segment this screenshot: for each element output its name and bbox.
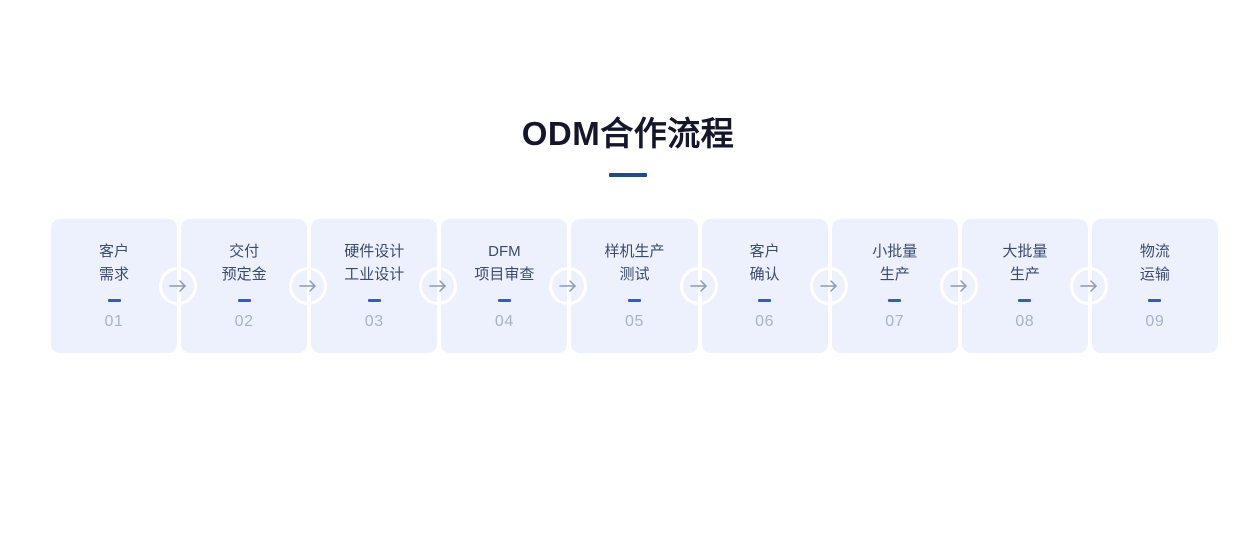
arrow-right-icon — [679, 267, 718, 305]
flow-step-label-line2: 运输 — [1139, 266, 1170, 283]
arrow-right-icon — [549, 267, 588, 305]
flow-step-05[interactable]: 样机生产 测试 05 — [571, 219, 718, 353]
flow-step-09[interactable]: 物流 运输 09 — [1091, 219, 1218, 353]
flow-step-divider — [237, 299, 251, 302]
flow-step-08[interactable]: 大批量 生产 08 — [961, 219, 1108, 353]
flow-step-label-line1: 小批量 — [872, 243, 918, 260]
flow-step-number: 09 — [1145, 313, 1165, 330]
flow-step-label-line1: DFM — [488, 243, 521, 260]
flow-step-number: 04 — [494, 313, 514, 330]
flow-step-label-line1: 硬件设计 — [344, 243, 405, 260]
arrow-right-icon — [939, 267, 978, 305]
flow-step-divider — [1148, 299, 1162, 302]
flow-step-number: 03 — [364, 313, 384, 330]
arrow-right-icon — [1069, 267, 1108, 305]
flow-step-number: 05 — [624, 313, 644, 330]
flow-step-divider — [888, 299, 902, 302]
page-title: ODM合作流程 — [521, 115, 735, 152]
flow-step-label-line2: 需求 — [99, 266, 130, 283]
arrow-right-icon — [419, 267, 458, 305]
flow-step-06[interactable]: 客户 确认 06 — [701, 219, 848, 353]
flow-step-label-line1: 客户 — [99, 243, 130, 260]
flow-step-label-line2: 预定金 — [221, 266, 267, 283]
arrow-right-icon — [809, 267, 848, 305]
flow-step-label-line2: 项目审查 — [474, 266, 535, 283]
flow-step-04[interactable]: DFM 项目审查 04 — [441, 219, 588, 353]
flow-step-number: 01 — [104, 313, 124, 330]
flow-step-divider — [107, 299, 121, 302]
flow-step-label-line2: 生产 — [879, 266, 910, 283]
flow-step-number: 07 — [885, 313, 905, 330]
flow-step-number: 08 — [1015, 313, 1035, 330]
flow-step-03[interactable]: 硬件设计 工业设计 03 — [311, 219, 458, 353]
flow-step-label-line2: 测试 — [619, 266, 650, 283]
flow-step-label-line1: 客户 — [749, 243, 780, 260]
flow-step-label-line2: 生产 — [1009, 266, 1040, 283]
flow-step-divider — [627, 299, 641, 302]
arrow-right-icon — [289, 267, 328, 305]
title-accent-rule — [609, 173, 647, 177]
flow-step-label-line1: 样机生产 — [604, 243, 665, 260]
arrow-right-icon — [159, 267, 198, 305]
process-flow-row: 客户 需求 01 交付 预定金 02 硬 — [51, 219, 1218, 353]
flow-step-number: 02 — [234, 313, 254, 330]
flow-step-label-line2: 工业设计 — [344, 266, 405, 283]
flow-step-07[interactable]: 小批量 生产 07 — [831, 219, 978, 353]
flow-step-label-line1: 物流 — [1139, 243, 1170, 260]
flow-step-label-line1: 交付 — [229, 243, 260, 260]
page-header: ODM合作流程 — [0, 112, 1256, 177]
flow-step-divider — [497, 299, 511, 302]
flow-step-divider — [758, 299, 772, 302]
flow-step-number: 06 — [755, 313, 775, 330]
flow-step-label-line1: 大批量 — [1002, 243, 1048, 260]
flow-step-divider — [1018, 299, 1032, 302]
flow-step-01[interactable]: 客户 需求 01 — [51, 219, 198, 353]
flow-step-label-line2: 确认 — [749, 266, 780, 283]
flow-step-divider — [367, 299, 381, 302]
flow-step-02[interactable]: 交付 预定金 02 — [181, 219, 328, 353]
